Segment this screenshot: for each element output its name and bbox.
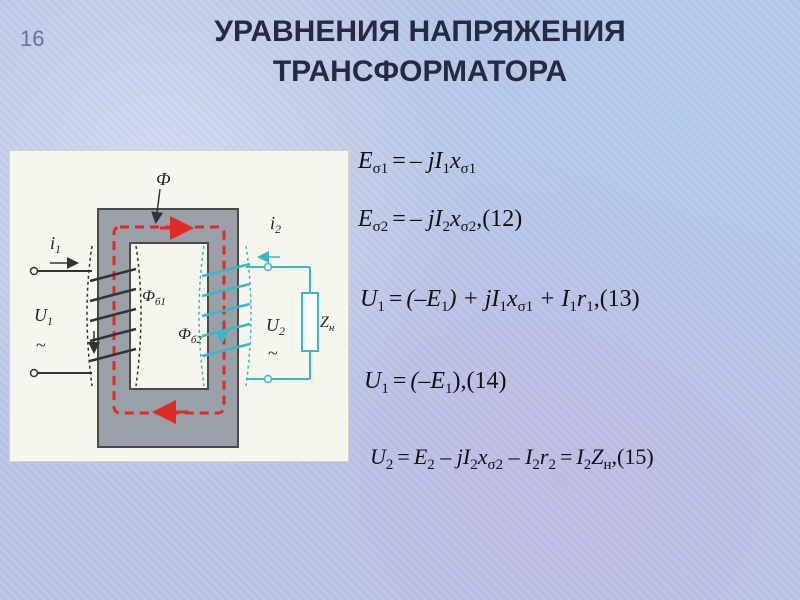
- u1-label: U1: [34, 305, 53, 328]
- equation-secondary-voltage-15: U2=E2 – jI2xσ2 – I2r2=I2Zн,(15): [370, 444, 654, 473]
- leak2-label: Фб2: [178, 326, 202, 346]
- equation-leakage-emf-2: Eσ2=– jI2xσ2,(12): [358, 206, 523, 235]
- i1-label: i1: [50, 233, 61, 256]
- slide-number: 16: [20, 26, 45, 51]
- slide-title: УРАВНЕНИЯ НАПРЯЖЕНИЯ ТРАНСФОРМАТОРА: [120, 12, 720, 92]
- u2-tilde: ~: [268, 343, 278, 363]
- equation-leakage-emf-1: Eσ1=– jI1xσ1: [358, 148, 477, 177]
- load-impedance: [301, 292, 319, 352]
- u1-tilde: ~: [36, 335, 46, 355]
- title-line-1: УРАВНЕНИЯ НАПРЯЖЕНИЯ: [214, 15, 626, 48]
- i2-label: i2: [270, 213, 281, 236]
- transformer-diagram: Ф: [9, 150, 349, 462]
- secondary-winding: [201, 262, 251, 358]
- title-line-2: ТРАНСФОРМАТОРА: [272, 55, 568, 88]
- flux-label: Ф: [156, 169, 171, 189]
- u2-label: U2: [266, 315, 285, 338]
- equation-primary-voltage-13: U1=(–E1) + jI1xσ1 + I1r1,(13): [360, 286, 640, 315]
- transformer-schematic: Ф: [29, 169, 335, 448]
- leak1-label: Фб1: [142, 288, 166, 308]
- load-label: Zн: [320, 314, 335, 334]
- equation-primary-voltage-14: U1=(–E1),(14): [364, 368, 507, 397]
- primary-winding: [89, 267, 137, 363]
